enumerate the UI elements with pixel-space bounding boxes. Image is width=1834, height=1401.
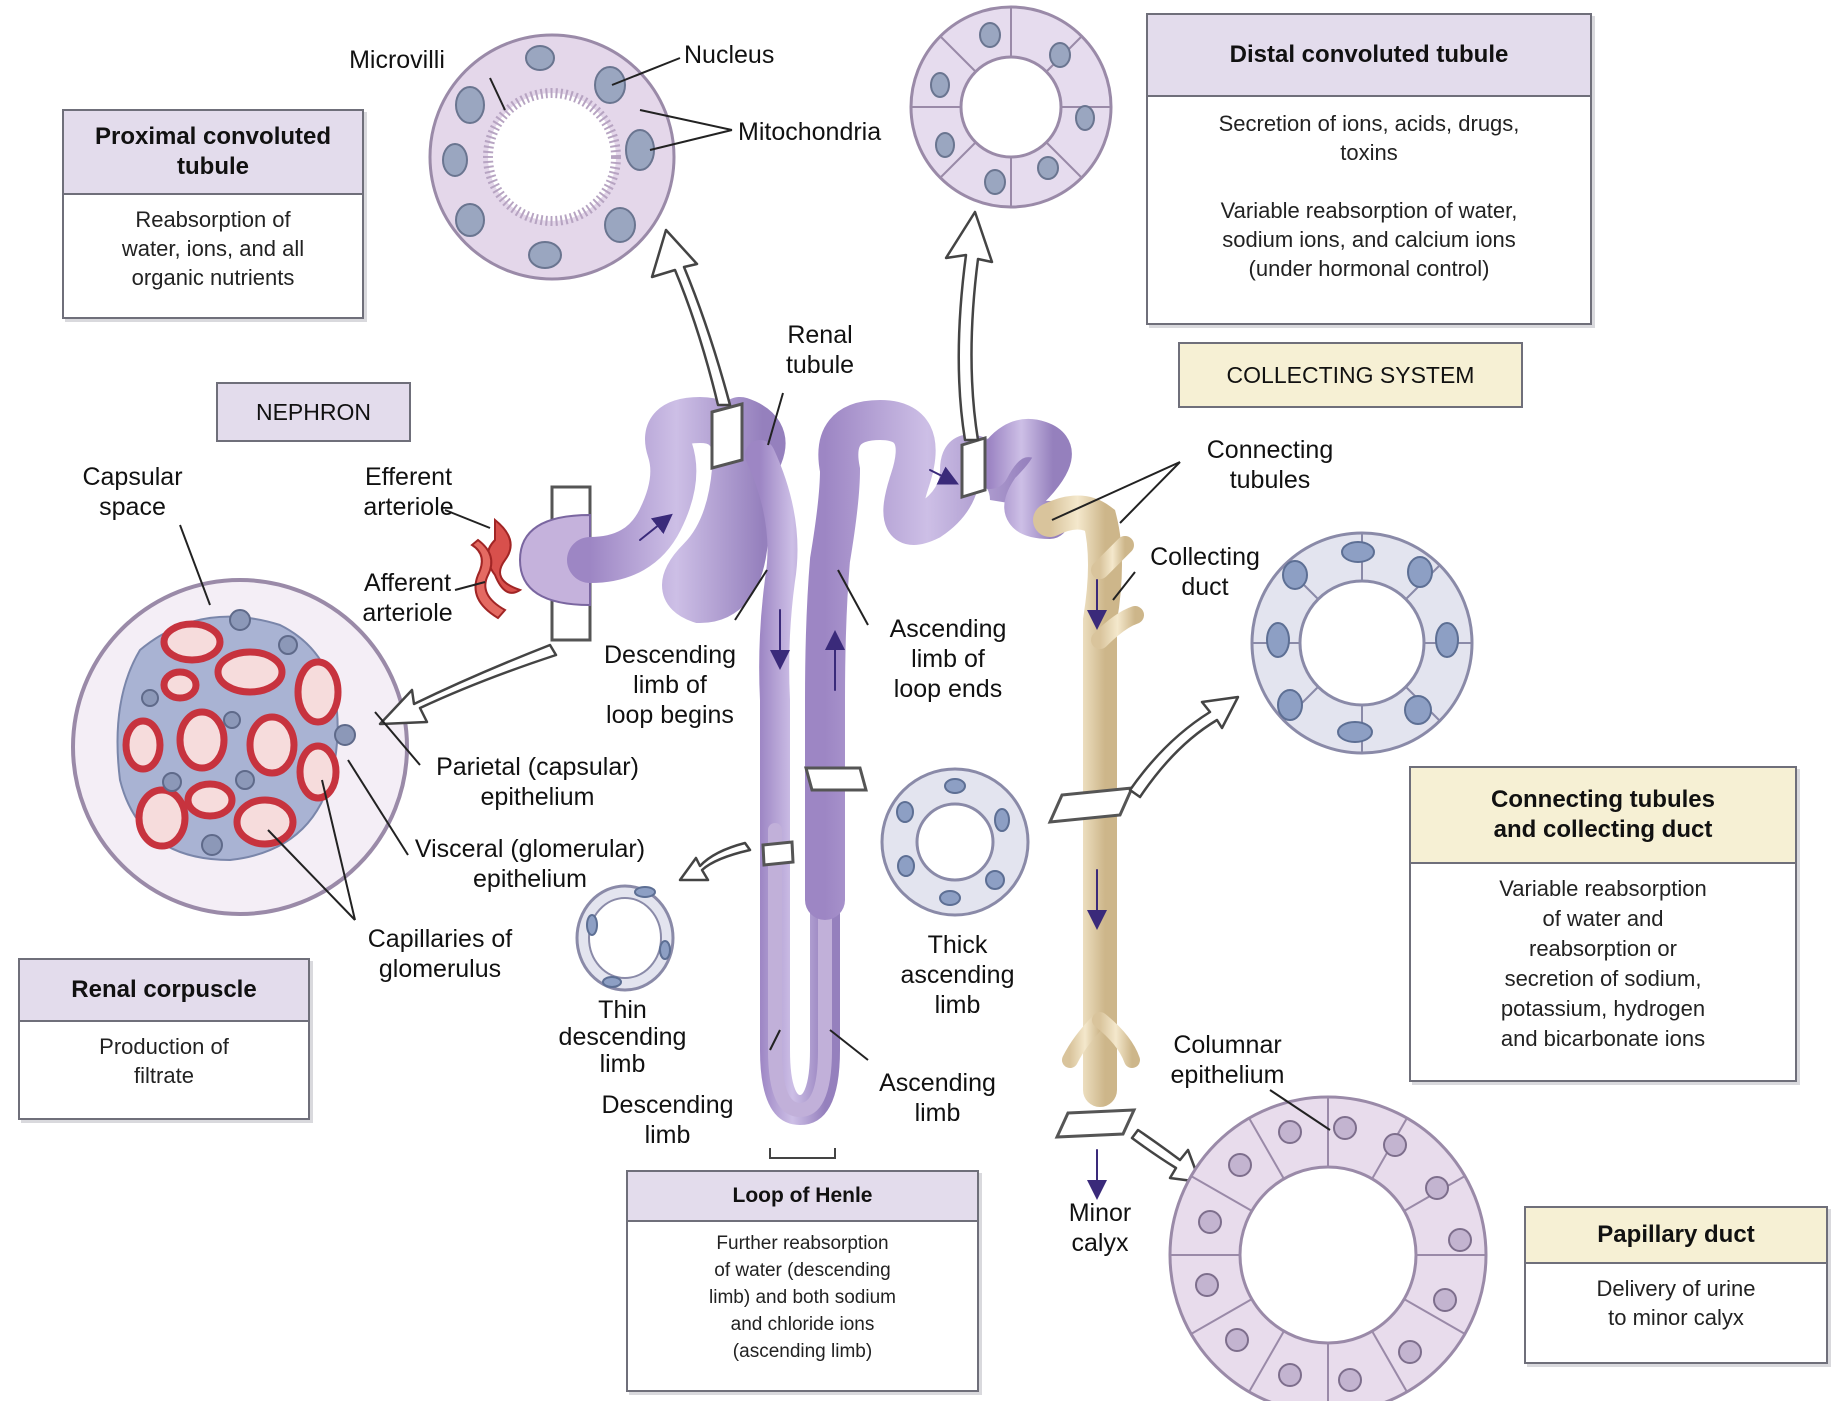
dct-cross-section [909, 5, 1113, 209]
label-connecting-tubules: Connecting tubules [1206, 436, 1334, 494]
pct-box: Proximal convoluted tubule Reabsorption … [62, 109, 364, 319]
loop-bracket [769, 1148, 836, 1159]
pct-description: Reabsorption of water, ions, and all org… [121, 207, 305, 290]
dct-title: Distal convoluted tubule [1148, 15, 1590, 97]
loop-of-henle-title: Loop of Henle [628, 1172, 977, 1222]
collecting-duct-cross-section [1250, 531, 1474, 755]
connecting-collecting-title: Connecting tubules and collecting duct [1411, 768, 1795, 864]
section-planes [710, 402, 1137, 1139]
label-microvilli: Microvilli [349, 46, 445, 74]
leader-lines [179, 57, 1331, 1131]
label-capillaries: Capillaries of glomerulus [367, 925, 513, 983]
label-ascending-limb: Ascending limb [879, 1069, 996, 1127]
papillary-duct-title: Papillary duct [1526, 1208, 1826, 1264]
papillary-duct-cross-section [1168, 1095, 1488, 1401]
papillary-duct-box: Papillary duct Delivery of urine to mino… [1524, 1206, 1828, 1364]
label-mitochondria: Mitochondria [738, 118, 882, 146]
callout-arrows [378, 210, 1240, 1184]
loop-of-henle-description: Further reabsorption of water (descendin… [709, 1233, 896, 1362]
papillary-duct-description: Delivery of urine to minor calyx [1596, 1276, 1756, 1330]
collecting-system-tag: COLLECTING SYSTEM [1178, 342, 1523, 408]
renal-corpuscle-box: Renal corpuscle Production of filtrate [18, 958, 310, 1120]
label-nucleus: Nucleus [684, 41, 775, 69]
label-visceral-epithelium: Visceral (glomerular) epithelium [414, 835, 646, 893]
pct-cross-section [428, 33, 676, 281]
label-afferent-arteriole: Afferent arteriole [362, 569, 453, 627]
pct-title: Proximal convoluted tubule [64, 111, 362, 195]
renal-corpuscle-cross-section [71, 578, 409, 916]
label-parietal-epithelium: Parietal (capsular) epithelium [436, 753, 639, 811]
dct-description: Secretion of ions, acids, drugs, toxins … [1218, 111, 1520, 281]
label-descending-limb: Descending limb [601, 1091, 734, 1149]
connecting-collecting-box: Connecting tubules and collecting duct V… [1409, 766, 1797, 1082]
label-collecting-duct: Collecting duct [1150, 543, 1260, 601]
label-thick-ascending-limb: Thick ascending limb [900, 931, 1015, 1019]
glomerulus-capsule [470, 485, 592, 642]
nephron-tubule [567, 396, 1072, 1126]
loop-of-henle-box: Loop of Henle Further reabsorption of wa… [626, 1170, 979, 1392]
nephron-tag: NEPHRON [216, 382, 411, 442]
label-minor-calyx: Minor calyx [1068, 1199, 1132, 1257]
thin-descending-limb-cross-section [575, 884, 675, 992]
label-capsular-space: Capsular space [82, 463, 183, 521]
label-ascending-limb-ends: Ascending limb of loop ends [889, 615, 1007, 703]
renal-corpuscle-description: Production of filtrate [99, 1034, 229, 1088]
label-thin-descending-limb: Thin descending limb [558, 996, 687, 1078]
renal-corpuscle-title: Renal corpuscle [20, 960, 308, 1022]
label-efferent-arteriole: Efferent arteriole [363, 463, 454, 521]
thick-ascending-limb-cross-section [880, 767, 1030, 917]
dct-box: Distal convoluted tubule Secretion of io… [1146, 13, 1592, 325]
label-descending-limb-begins: Descending limb of loop begins [603, 641, 737, 729]
connecting-collecting-description: Variable reabsorption of water and reabs… [1499, 876, 1707, 1051]
label-columnar-epithelium: Columnar epithelium [1170, 1031, 1285, 1089]
label-renal-tubule: Renal tubule [785, 321, 855, 379]
collecting-duct [1033, 495, 1144, 1200]
